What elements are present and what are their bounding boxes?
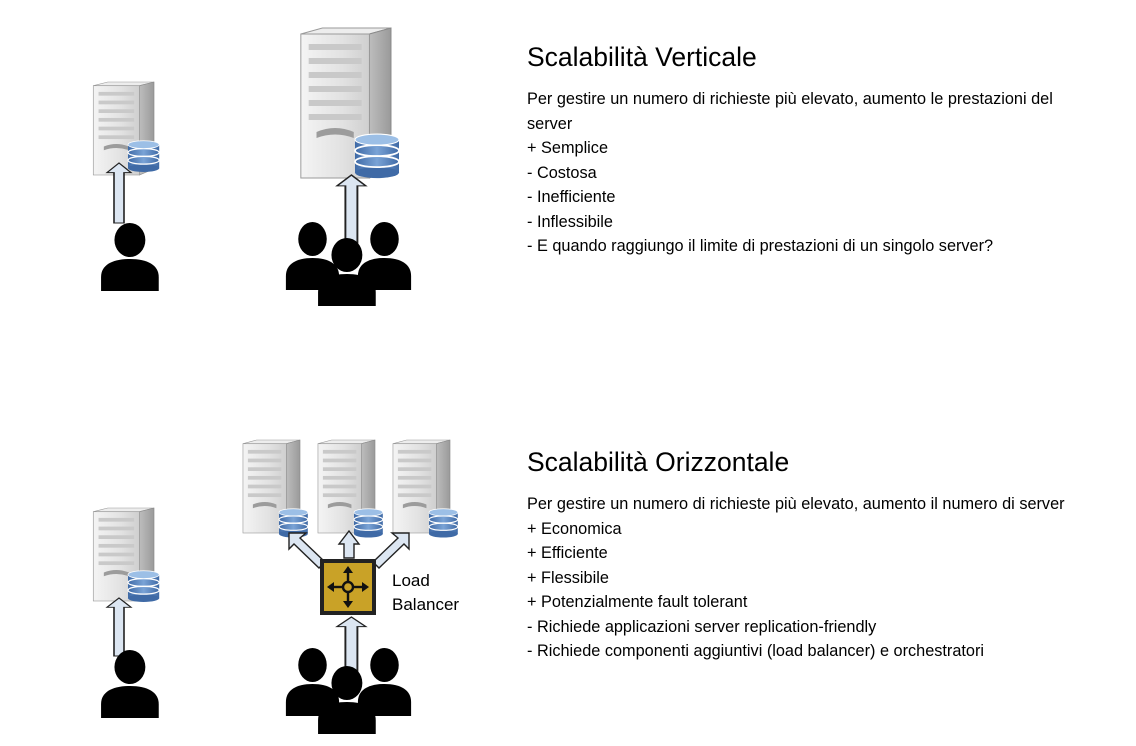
list-item: + Potenzialmente fault tolerant — [527, 593, 748, 611]
list-item: - Richiede componenti aggiuntivi (load b… — [527, 642, 985, 660]
arrow-up-icon — [336, 174, 367, 244]
list-item: + Efficiente — [527, 544, 608, 562]
database-icon — [353, 508, 384, 539]
load-balancer-label-line1: Load — [392, 571, 430, 590]
arrow-up-icon — [106, 597, 132, 657]
list-item: + Semplice — [527, 139, 608, 157]
section-title: Scalabilità Orizzontale — [527, 447, 790, 477]
points-list: + Semplice - Costosa - Inefficiente - In… — [527, 136, 1087, 259]
list-item: + Flessibile — [527, 568, 609, 587]
points-list: + Economica + Efficiente + Flessibile + … — [527, 517, 1087, 664]
database-icon — [127, 140, 160, 173]
list-item: - Inflessibile — [527, 212, 613, 231]
section-intro: Per gestire un numero di richieste più e… — [527, 90, 1053, 133]
arrow-up-icon — [106, 162, 132, 224]
section-intro: Per gestire un numero di richieste più e… — [527, 495, 1065, 513]
database-icon — [127, 570, 160, 603]
database-icon — [428, 508, 459, 539]
distribution-arrows — [288, 529, 410, 569]
load-balancer-label-line2: Balancer — [392, 595, 460, 614]
user-icon — [101, 650, 159, 718]
list-item: - Costosa — [527, 163, 597, 182]
vertical-scaling-section: Scalabilità Verticale Per gestire un num… — [527, 41, 1087, 259]
load-balancer-label: Load Balancer — [392, 569, 459, 617]
list-item: - Inefficiente — [527, 188, 616, 206]
section-title: Scalabilità Verticale — [527, 42, 757, 72]
horizontal-scaling-section: Scalabilità Orizzontale Per gestire un n… — [527, 446, 1087, 664]
list-item: - E quando raggiungo il limite di presta… — [527, 237, 994, 255]
list-item: - Richiede applicazioni server replicati… — [527, 617, 877, 636]
user-icon — [101, 223, 159, 291]
load-balancer-icon — [320, 559, 376, 615]
database-icon — [354, 133, 400, 179]
list-item: + Economica — [527, 519, 622, 538]
